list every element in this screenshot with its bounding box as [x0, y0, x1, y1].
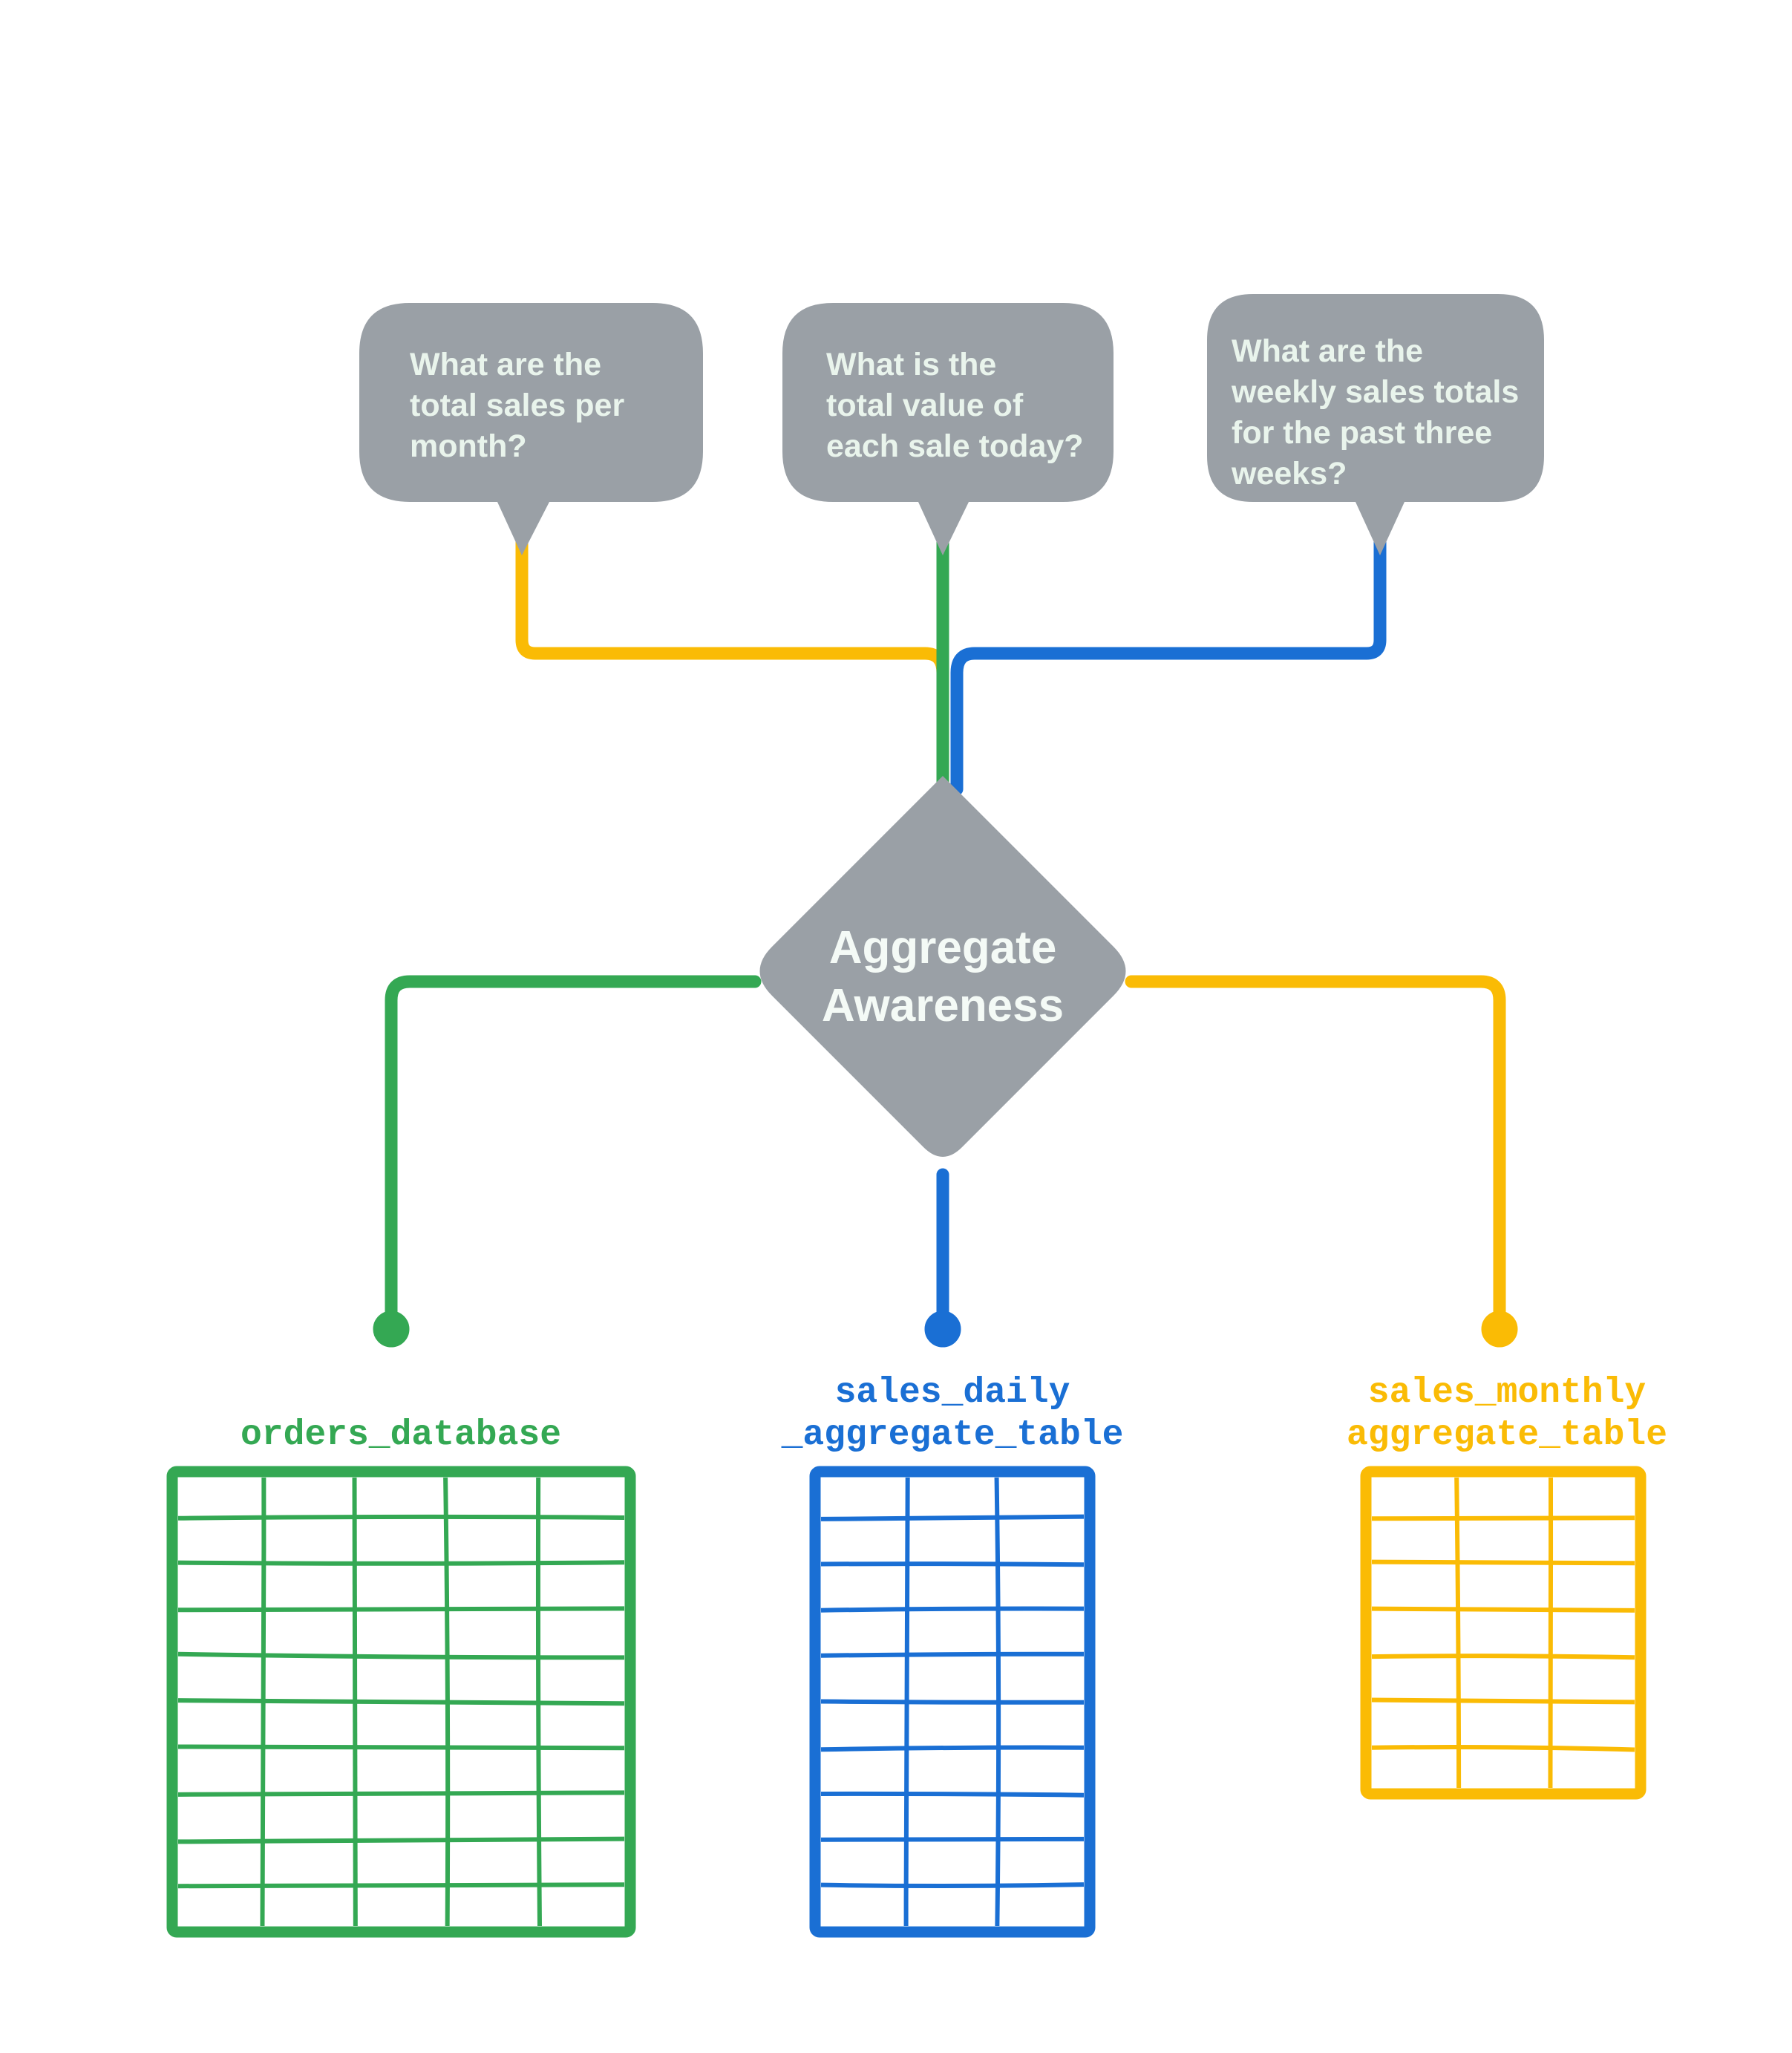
table-row-divider: [820, 1882, 1085, 1888]
bubble-shape-weekly: [1207, 294, 1544, 555]
table-row-divider: [820, 1745, 1085, 1752]
table-label-sales-daily-line-1: sales_daily: [835, 1373, 1070, 1413]
table-label-sales-daily-line-2: _aggregate_table: [781, 1415, 1124, 1455]
question-weekly-line-4: weeks?: [1231, 456, 1347, 492]
bubble-shape-monthly: [359, 303, 703, 555]
table-row-divider: [820, 1836, 1085, 1842]
table-row-divider: [1371, 1654, 1635, 1660]
table-label-sales-monthly-line-1: sales_monthly: [1368, 1373, 1646, 1413]
connector-question-weekly: [950, 513, 1387, 796]
diamond-shape: [759, 776, 1126, 1157]
table-row-divider: [177, 1790, 625, 1797]
center-node-aggregate-awareness[interactable]: Aggregate Awareness: [759, 776, 1126, 1157]
table-label-sales-monthly-line-2: aggregate_table: [1347, 1415, 1667, 1455]
question-daily-line-1: What is the: [826, 347, 996, 382]
table-label-orders-database: orders_database: [241, 1415, 561, 1455]
table-row-divider: [177, 1744, 625, 1751]
endpoint-dot-orders-database: [373, 1311, 410, 1348]
bubble-shape-daily: [782, 303, 1114, 555]
table-border: [809, 1466, 1096, 1938]
table-row-divider: [177, 1560, 625, 1566]
connector-sales-monthly: [1125, 975, 1506, 1321]
table-grid-sales-daily-aggregate[interactable]: [809, 1466, 1096, 1938]
table-row-divider: [820, 1791, 1085, 1798]
question-monthly-line-2: total sales per: [410, 388, 624, 423]
question-daily-line-3: each sale today?: [826, 428, 1084, 464]
table-row-divider: [1371, 1745, 1635, 1752]
question-bubble-monthly[interactable]: What are the total sales per month?: [359, 303, 703, 555]
table-border: [1360, 1466, 1647, 1800]
table-row-divider: [1371, 1697, 1635, 1705]
question-weekly-line-3: for the past three: [1232, 415, 1492, 451]
endpoint-dot-sales-daily: [924, 1311, 961, 1348]
table-row-divider: [820, 1514, 1085, 1521]
question-bubble-daily[interactable]: What is the total value of each sale tod…: [782, 303, 1114, 555]
table-grid-sales-monthly-aggregate[interactable]: [1360, 1466, 1647, 1800]
question-bubble-weekly[interactable]: What are the weekly sales totals for the…: [1207, 294, 1544, 555]
question-monthly-line-1: What are the: [410, 347, 601, 382]
center-node-label-line-1: Aggregate: [829, 922, 1057, 973]
connector-question-monthly: [515, 513, 949, 796]
table-grid-orders-database[interactable]: [166, 1466, 636, 1938]
connector-orders-database: [385, 975, 762, 1321]
endpoint-dot-sales-monthly: [1481, 1311, 1518, 1348]
table-column-divider: [1548, 1477, 1554, 1789]
table-row-divider: [177, 1606, 625, 1613]
question-weekly-line-1: What are the: [1232, 333, 1423, 369]
table-row-divider: [1371, 1559, 1635, 1566]
center-node-label-line-2: Awareness: [822, 980, 1064, 1031]
table-row-divider: [177, 1651, 625, 1660]
table-row-divider: [820, 1606, 1085, 1613]
table-row-divider: [820, 1651, 1085, 1658]
table-row-divider: [820, 1699, 1085, 1705]
table-row-divider: [177, 1836, 625, 1844]
question-weekly-line-2: weekly sales totals: [1231, 374, 1519, 410]
question-daily-line-2: total value of: [826, 388, 1024, 423]
table-border: [166, 1466, 636, 1938]
table-row-divider: [177, 1698, 625, 1706]
table-row-divider: [1371, 1606, 1635, 1613]
table-row-divider: [177, 1882, 625, 1889]
table-column-divider: [1454, 1477, 1462, 1789]
table-row-divider: [177, 1514, 625, 1521]
question-monthly-line-3: month?: [410, 428, 527, 464]
